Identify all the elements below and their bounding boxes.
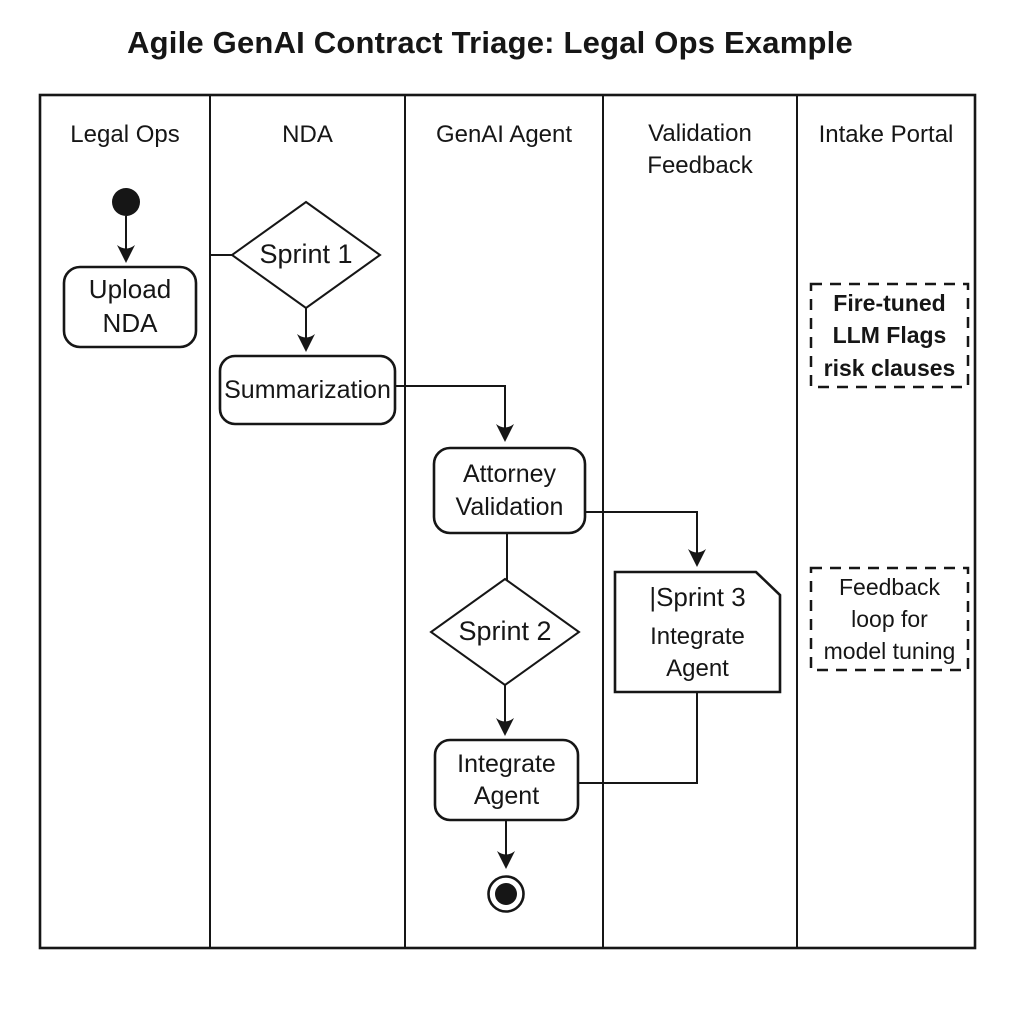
sprint1-label: Sprint 1 — [259, 239, 353, 270]
flow-summarization-to-attorney — [395, 385, 506, 431]
arrowhead — [117, 245, 135, 263]
final-node-core — [495, 883, 517, 905]
sprint3-title: |Sprint 3 — [649, 581, 746, 612]
lane-header-intake-portal: Intake Portal — [818, 120, 954, 148]
feedback-loop-note-label: Feedback loop for model tuning — [823, 573, 956, 665]
sprint2-decision — [429, 577, 581, 687]
arrowhead — [497, 851, 515, 869]
fine-tuned-llm-note-box — [809, 282, 970, 389]
integrate-agent-activity — [433, 738, 580, 822]
initial-node — [112, 188, 140, 216]
feedback-loop-note-box — [809, 566, 970, 672]
summarization-label: Summarization — [224, 375, 391, 404]
upload-nda-activity — [62, 265, 198, 349]
arrowhead — [496, 718, 514, 736]
fine-tuned-llm-note-label: Fire-tuned LLM Flags risk clauses — [823, 290, 956, 381]
integrate-agent-label: Integrate Agent — [457, 749, 556, 811]
lane-header-genai-agent: GenAI Agent — [435, 120, 573, 148]
sprint3-note-shape — [613, 570, 782, 694]
flow-sprint3-to-integrate — [578, 692, 698, 784]
arrowhead — [297, 334, 315, 352]
arrowhead — [496, 424, 514, 442]
lane-header-validation-feedback: Validation Feedback — [647, 119, 753, 179]
attorney-validation-label: Attorney Validation — [455, 460, 564, 521]
sprint2-label: Sprint 2 — [458, 616, 552, 647]
sprint1-decision — [230, 200, 382, 310]
flow-attorney-to-sprint3 — [585, 511, 698, 556]
sprint3-note: |Sprint 3 Integrate Agent — [615, 580, 780, 686]
summarization-activity — [218, 354, 397, 426]
sprint3-body: Integrate Agent — [650, 622, 745, 682]
attorney-validation-activity — [432, 446, 587, 535]
lane-header-legal-ops: Legal Ops — [70, 120, 180, 148]
upload-nda-label: Upload NDA — [88, 274, 172, 338]
diagram-title: Agile GenAI Contract Triage: Legal Ops E… — [127, 24, 853, 60]
lane-header-nda: NDA — [282, 120, 333, 148]
swimlane-frame — [38, 93, 977, 950]
arrowhead — [688, 549, 706, 567]
